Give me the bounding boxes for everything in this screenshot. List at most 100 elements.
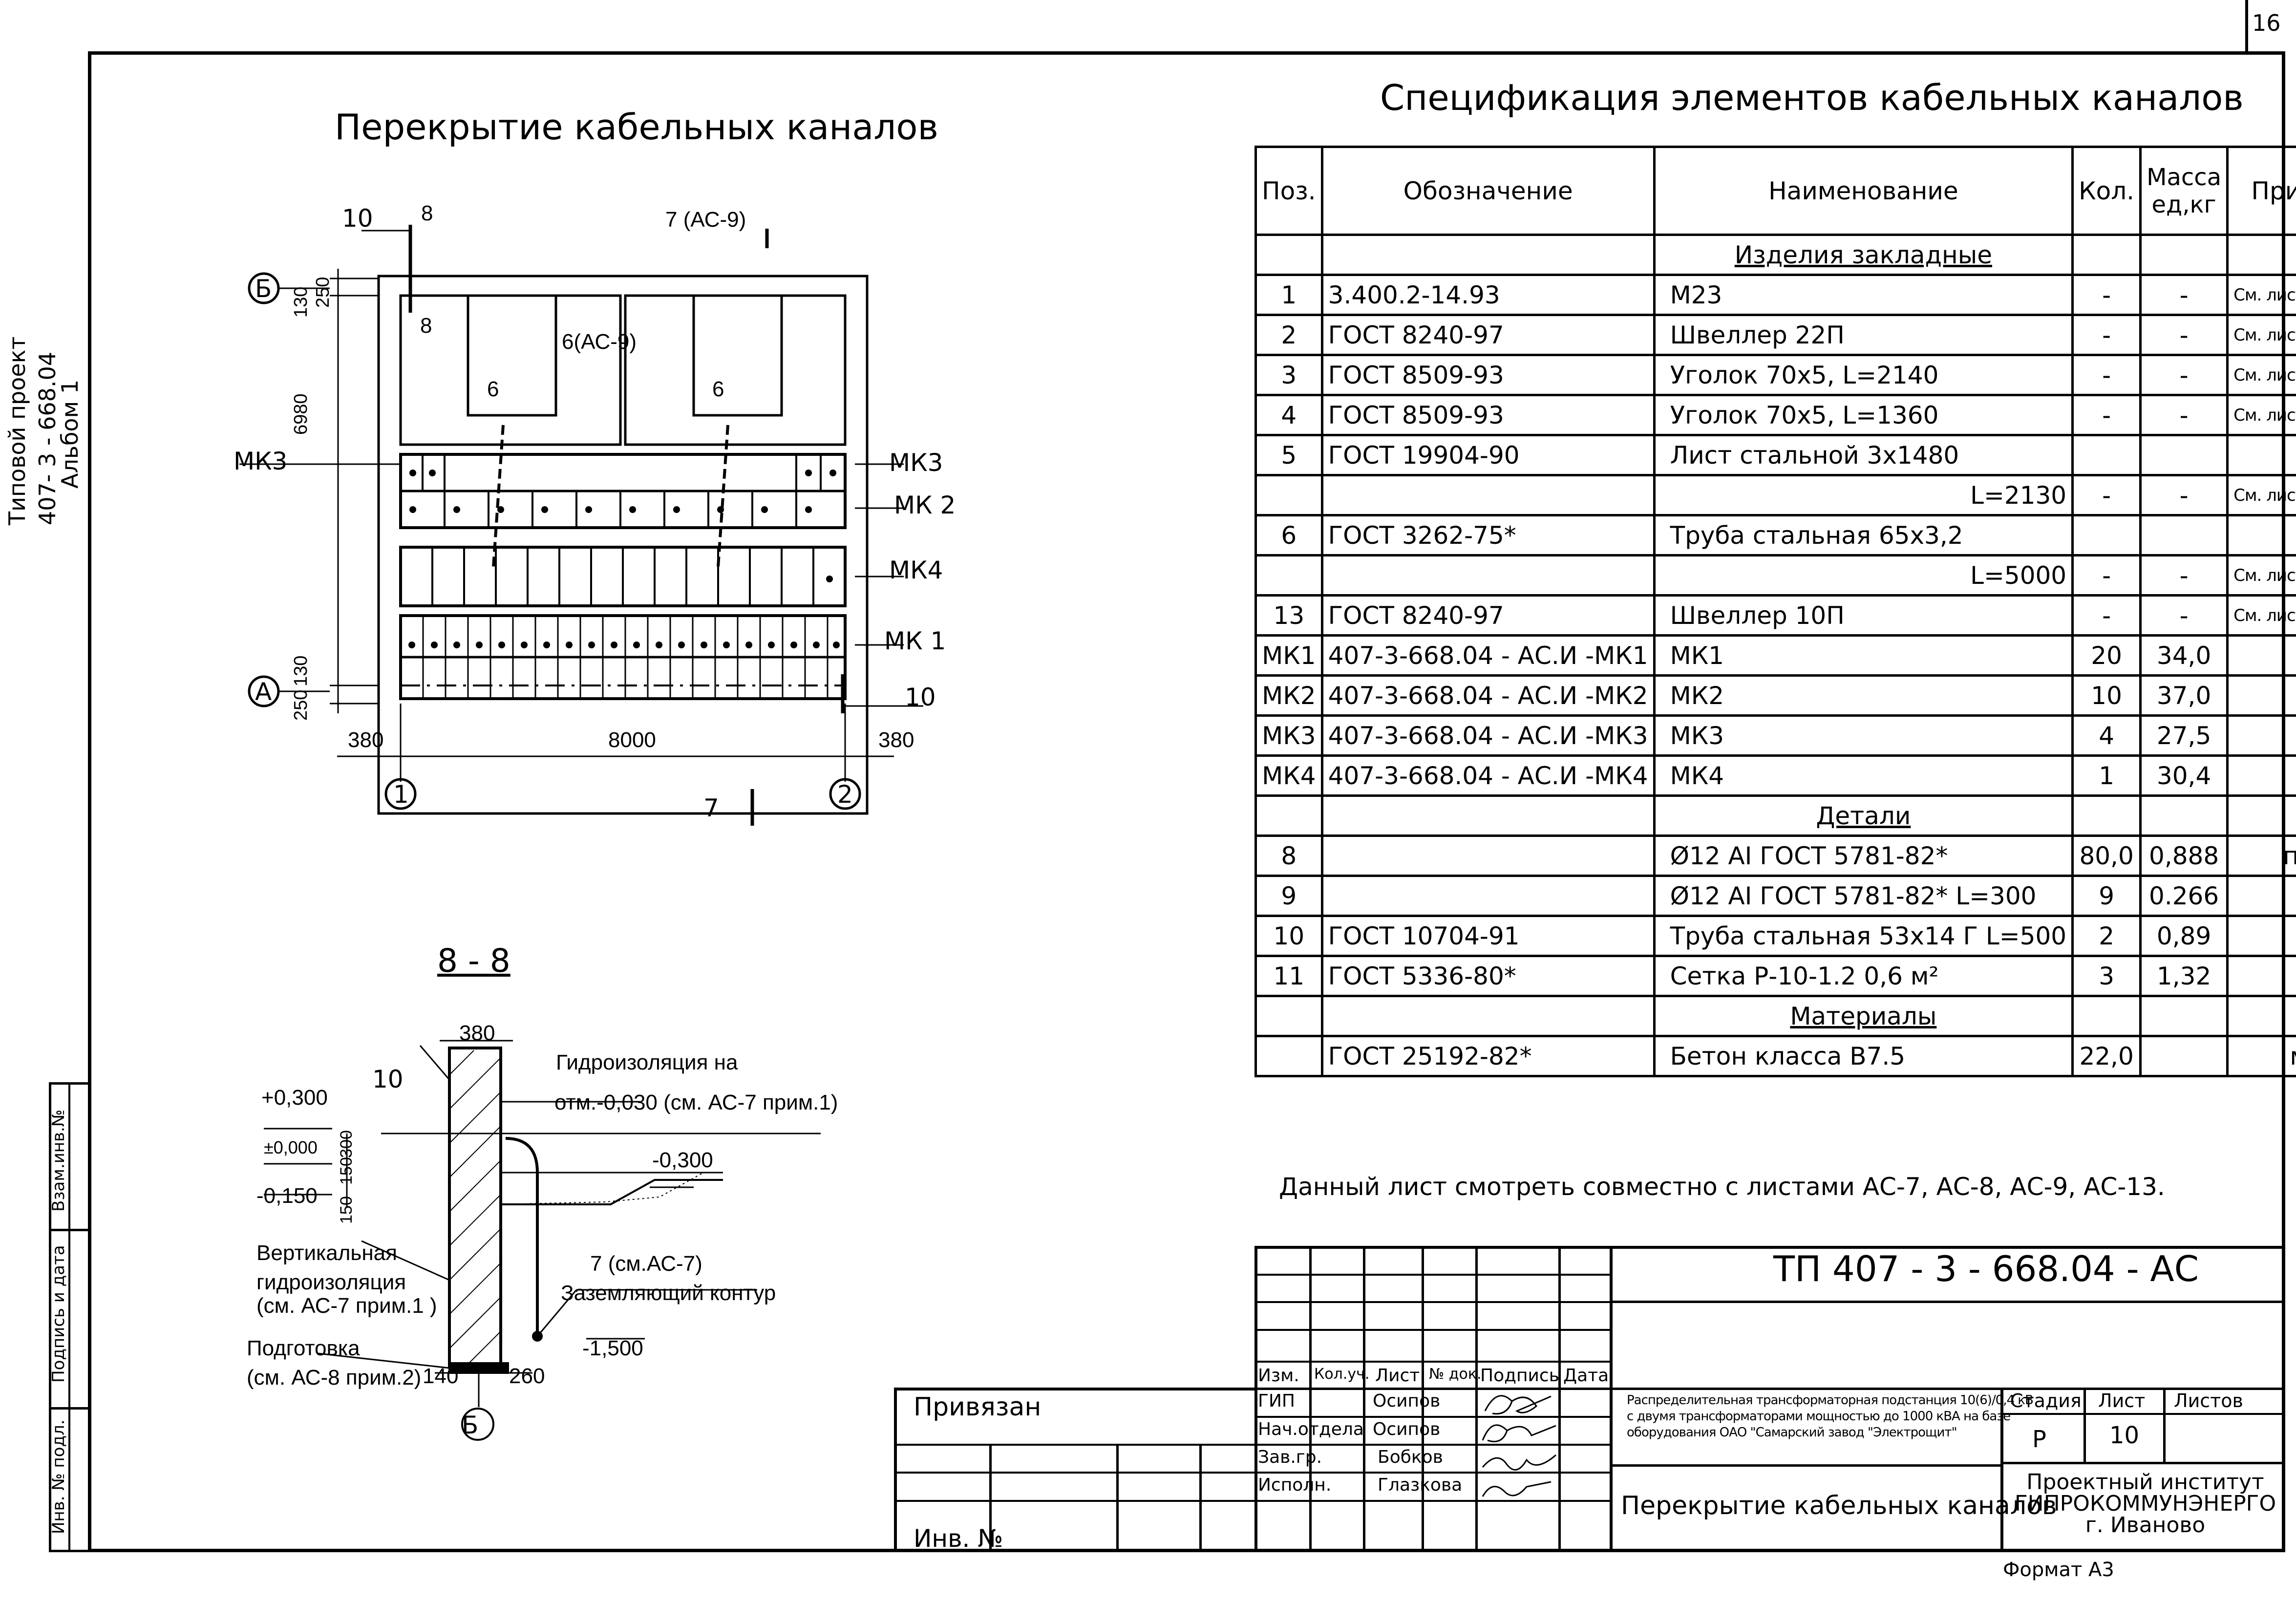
spec-cell-qty: - [2071, 554, 2142, 597]
spec-cell-pos: МК4 [1254, 754, 1323, 797]
spec-cell-name: Материалы [1653, 995, 2074, 1037]
spec-cell-qty: 4 [2071, 714, 2142, 757]
spec-cell-name: МК1 [1653, 634, 2074, 677]
spec-cell-mass: 1,32 [2139, 955, 2229, 997]
spec-col-qty: Кол. [2071, 146, 2142, 236]
plan-drawing [239, 225, 923, 826]
tb-lists-label: Листов [2174, 1390, 2243, 1412]
plan-title: Перекрытие кабельных каналов [335, 107, 938, 148]
spec-cell-name: Ø12 AI ГОСТ 5781-82* L=300 [1653, 875, 2074, 917]
tb-stage-value: Р [2032, 1426, 2046, 1453]
section-dim-300: 300 [337, 1130, 356, 1158]
plan-sec-8-inner: 8 [420, 314, 432, 338]
plan-dim-380-left: 380 [348, 728, 384, 752]
spec-cell-pos: 1 [1254, 274, 1323, 316]
section-prep-1: Подготовка [247, 1336, 360, 1360]
tb-stage-label: Стадия [2010, 1390, 2082, 1412]
spec-cell-name: Ø12 AI ГОСТ 5781-82* [1653, 834, 2074, 877]
tb-col-izm: Изм. [1258, 1366, 1299, 1386]
spec-cell-pos [1254, 794, 1323, 837]
spec-table: Поз. Обозначение Наименование Кол. Масса… [1254, 146, 2296, 1077]
spec-cell-mass [2139, 794, 2229, 837]
tb-role-zav: Зав.гр. [1258, 1447, 1322, 1467]
section-vert-3: (см. АС-7 прим.1 ) [256, 1294, 437, 1318]
spec-cell-mass: - [2139, 394, 2229, 436]
spec-cell-name: L=5000 [1653, 554, 2074, 597]
spec-cell-des [1320, 834, 1656, 877]
spec-cell-pos [1254, 234, 1323, 276]
section-ground-ref: 7 (см.АС-7) [590, 1252, 702, 1276]
spec-col-pos: Поз. [1254, 146, 1323, 236]
inv-no-label: Инв. № [914, 1524, 1003, 1553]
tb-col-doc: № док. [1429, 1366, 1482, 1383]
plan-dim-380-right: 380 [878, 728, 914, 752]
spec-cell-qty: 80,0 [2071, 834, 2142, 877]
plan-dim-250-top: 250 [313, 277, 333, 308]
side-project-line3: Альбом 1 [57, 379, 83, 489]
plan-pos6-right: 6 [712, 377, 724, 401]
spec-cell-note [2226, 915, 2296, 957]
spec-cell-pos: 8 [1254, 834, 1323, 877]
plan-mk3-left: МК3 [234, 447, 288, 475]
spec-cell-qty: - [2071, 474, 2142, 516]
spec-cell-mass: 0,89 [2139, 915, 2229, 957]
spec-cell-name: Швеллер 10П [1653, 594, 2074, 637]
spec-cell-des: 407-3-668.04 - АС.И -МК1 [1320, 634, 1656, 677]
tb-col-list: Лист [1375, 1366, 1420, 1386]
spec-cell-pos: 10 [1254, 915, 1323, 957]
stamp-vzam-inv: Взам.инв.№ [49, 1109, 68, 1212]
spec-cell-note: п.м [2226, 834, 2296, 877]
section-title: 8 - 8 [437, 942, 510, 980]
section-ground-name: Заземляющий контур [561, 1281, 776, 1305]
tb-name-gip: Осипов [1373, 1391, 1441, 1411]
spec-cell-des [1320, 234, 1656, 276]
spec-cell-des: 3.400.2-14.93 [1320, 274, 1656, 316]
spec-cell-pos: 13 [1254, 594, 1323, 637]
spec-cell-name: Бетон класса В7.5 [1653, 1035, 2074, 1077]
spec-cell-name: Лист стальной 3х1480 [1653, 434, 2074, 476]
spec-cell-name: Швеллер 22П [1653, 314, 2074, 356]
spec-cell-des: ГОСТ 8509-93 [1320, 394, 1656, 436]
spec-cell-note [2226, 674, 2296, 717]
tb-name-nach: Осипов [1373, 1419, 1441, 1439]
spec-cell-note: См. листы АС-7,8 [2226, 554, 2296, 597]
spec-cell-name: Уголок 70х5, L=1360 [1653, 394, 2074, 436]
tb-description: Распределительная трансформаторная подст… [1627, 1393, 2034, 1440]
section-vert-1: Вертикальная [256, 1241, 397, 1265]
spec-cell-mass: - [2139, 354, 2229, 396]
spec-cell-des: 407-3-668.04 - АС.И -МК4 [1320, 754, 1656, 797]
spec-cell-pos: 6 [1254, 514, 1323, 556]
tb-name-zav: Бобков [1378, 1447, 1443, 1467]
spec-cell-note: См. лист АС-13 [2226, 314, 2296, 356]
spec-group-row: Материалы [1254, 995, 2296, 1037]
section-axis-b: Б [462, 1411, 479, 1439]
plan-dim-6980: 6980 [291, 393, 311, 435]
spec-cell-name: МК3 [1653, 714, 2074, 757]
plan-mk1-right: МК 1 [884, 627, 946, 655]
table-row: ГОСТ 25192-82*Бетон класса В7.522,0м³ [1254, 1035, 2296, 1077]
spec-cell-name: Сетка Р-10-1.2 0,6 м² [1653, 955, 2074, 997]
spec-cell-pos: 5 [1254, 434, 1323, 476]
tb-role-ispoln: Исполн. [1258, 1475, 1332, 1495]
spec-cell-qty [2071, 514, 2142, 556]
note-line: Данный лист смотреть совместно с листами… [1279, 1173, 2165, 1201]
spec-cell-qty: - [2071, 274, 2142, 316]
spec-cell-des: ГОСТ 8240-97 [1320, 314, 1656, 356]
spec-cell-qty: 3 [2071, 955, 2142, 997]
spec-cell-mass: - [2139, 274, 2229, 316]
spec-cell-pos: 2 [1254, 314, 1323, 356]
spec-cell-note: См. лист АС-13 [2226, 274, 2296, 316]
spec-cell-des: ГОСТ 10704-91 [1320, 915, 1656, 957]
section-dim-150a: 150 [337, 1157, 356, 1185]
section-waterproof-2: отм.-0,030 (см. АС-7 прим.1) [554, 1091, 838, 1114]
